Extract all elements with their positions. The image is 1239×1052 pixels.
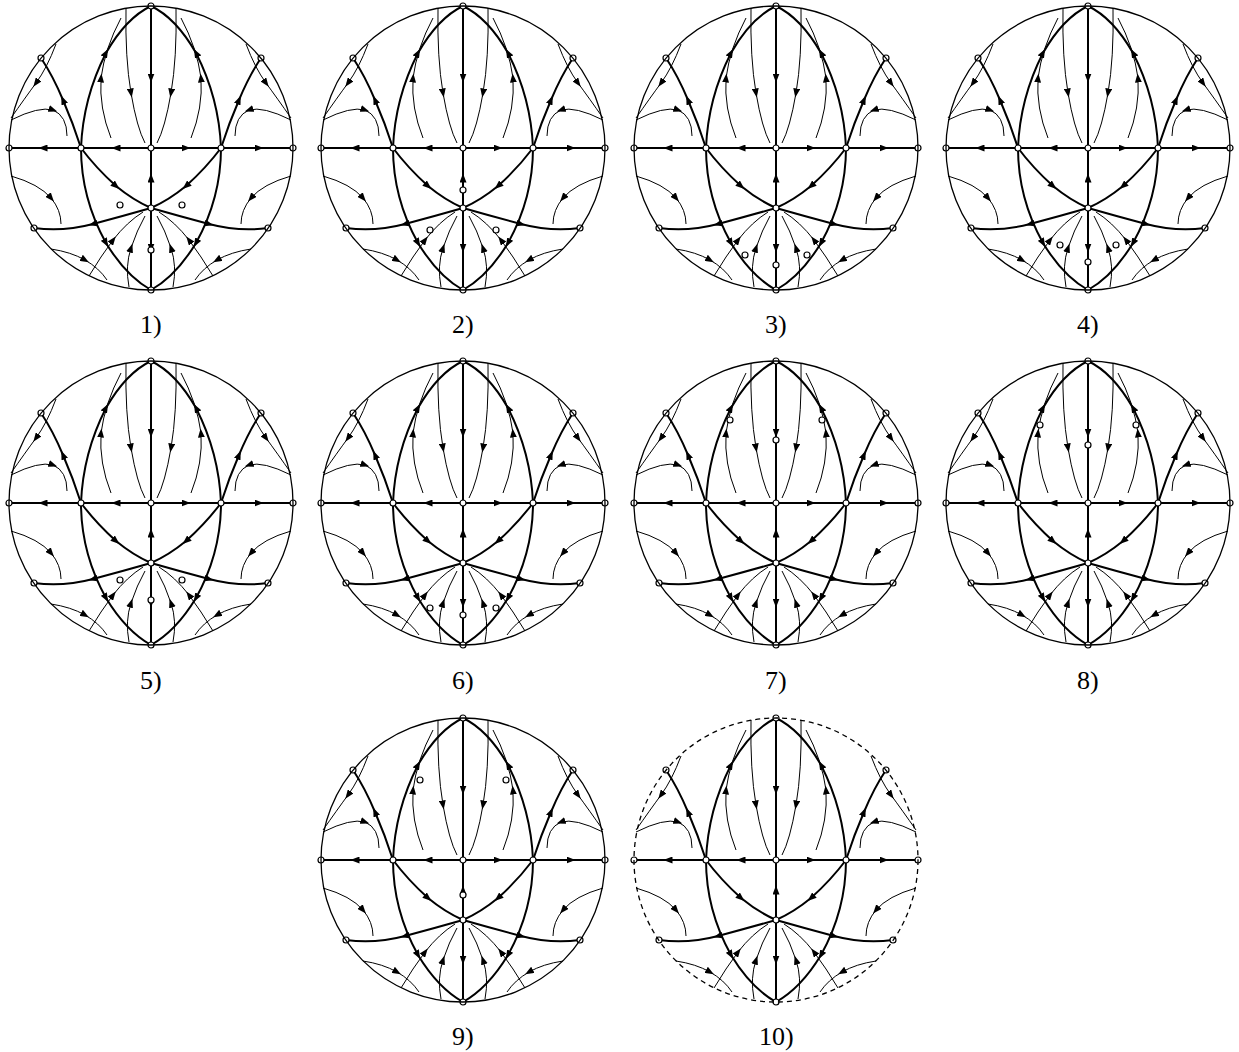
phase-portrait <box>943 3 1233 293</box>
panel-label: 6) <box>452 668 474 694</box>
panel-label: 10) <box>759 1024 794 1050</box>
phase-portrait <box>6 3 296 293</box>
phase-portrait <box>631 3 921 293</box>
phase-portrait <box>631 358 921 648</box>
phase-portrait <box>318 3 608 293</box>
phase-portrait <box>318 358 608 648</box>
panel-label: 2) <box>452 312 474 338</box>
phase-portrait <box>318 715 608 1005</box>
panel-label: 1) <box>140 312 162 338</box>
panel-label: 9) <box>452 1024 474 1050</box>
panel-label: 4) <box>1077 312 1099 338</box>
phase-portrait <box>6 358 296 648</box>
phase-portrait <box>631 715 921 1005</box>
phase-portrait <box>943 358 1233 648</box>
panel-label: 8) <box>1077 668 1099 694</box>
singular-points <box>117 187 1139 898</box>
panel-label: 3) <box>765 312 787 338</box>
panel-label: 5) <box>140 668 162 694</box>
panel-label: 7) <box>765 668 787 694</box>
